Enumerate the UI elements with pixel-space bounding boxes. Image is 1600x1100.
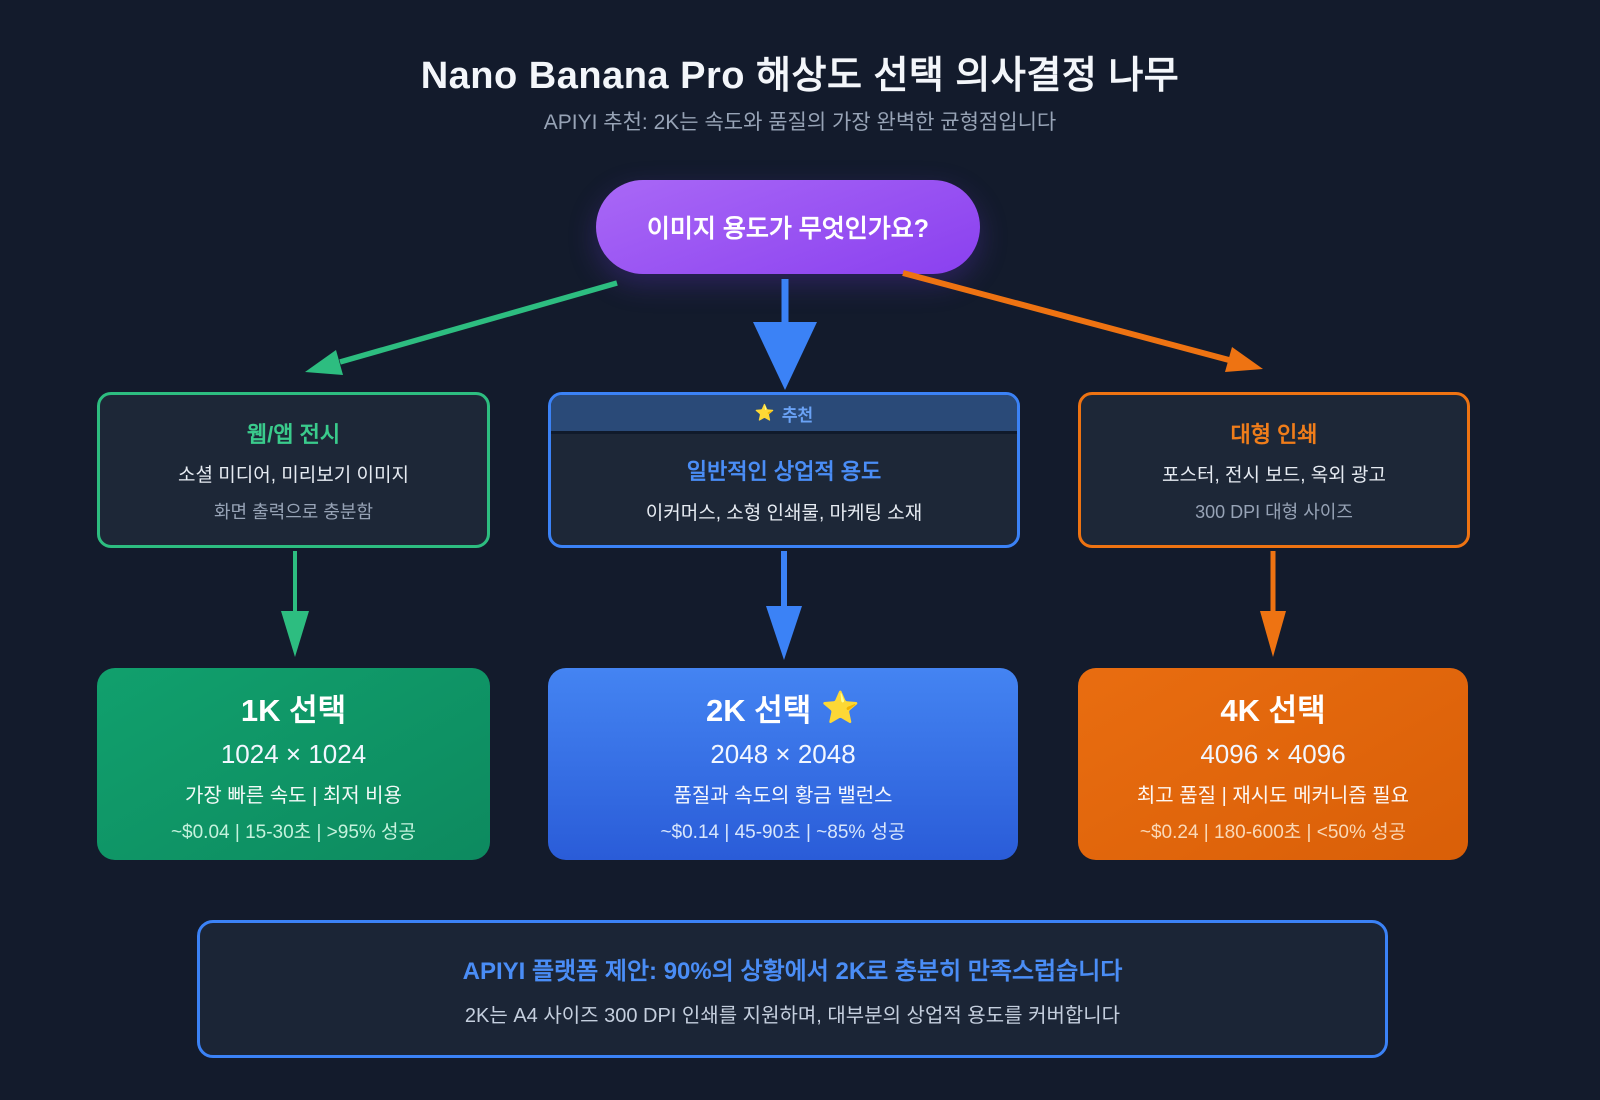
arrow-root-to-commercial — [753, 279, 817, 390]
result-1k-title-label: 1K 선택 — [240, 692, 347, 728]
branch-print-examples: 포스터, 전시 보드, 옥외 광고 — [1162, 464, 1386, 486]
result-2k-title: 2K 선택 ⭐ — [706, 685, 860, 730]
result-card-4k: 4K 선택 4096 × 4096 최고 품질 | 재시도 메커니즘 필요 ~$… — [1078, 668, 1468, 860]
result-2k-description: 품질과 속도의 황금 밸런스 — [673, 784, 893, 807]
arrow-commercial-to-2k — [766, 551, 802, 660]
result-4k-stats: ~$0.24 | 180-600초 | <50% 성공 — [1139, 821, 1407, 843]
banner-title: APIYI 플랫폼 제안: 90%의 상황에서 2K로 충분히 만족스럽습니다 — [462, 957, 1123, 985]
arrow-web-to-1k — [281, 551, 309, 657]
branch-web-examples: 소셜 미디어, 미리보기 이미지 — [178, 464, 409, 486]
root-question-label: 이미지 용도가 무엇인가요? — [646, 215, 930, 243]
branch-print-title: 대형 인쇄 — [1230, 421, 1318, 447]
page-subtitle: APIYI 추천: 2K는 속도와 품질의 가장 완벽한 균형점입니다 — [543, 111, 1057, 134]
banner-subtitle: 2K는 A4 사이즈 300 DPI 인쇄를 지원하며, 대부분의 상업적 용도… — [464, 1004, 1121, 1027]
result-2k-title-label: 2K 선택 — [706, 692, 812, 728]
result-4k-description: 최고 품질 | 재시도 메커니즘 필요 — [1136, 784, 1410, 807]
branch-commercial-body: 일반적인 상업적 용도 이커머스, 소형 인쇄물, 마케팅 소재 — [551, 434, 1017, 545]
root-question-node: 이미지 용도가 무엇인가요? — [596, 180, 980, 274]
result-1k-title: 1K 선택 — [241, 685, 346, 730]
arrow-print-to-4k — [1260, 551, 1286, 657]
branch-card-commercial: ⭐ 추천 일반적인 상업적 용도 이커머스, 소형 인쇄물, 마케팅 소재 — [548, 392, 1020, 548]
result-2k-stats: ~$0.14 | 45-90초 | ~85% 성공 — [660, 821, 906, 843]
result-1k-resolution: 1024 × 1024 — [220, 738, 367, 769]
result-1k-description: 가장 빠른 속도 | 최저 비용 — [185, 784, 402, 807]
star-icon: ⭐ — [821, 689, 860, 725]
star-icon: ⭐ — [754, 405, 775, 422]
branch-web-title: 웹/앱 전시 — [246, 421, 341, 447]
result-card-2k: 2K 선택 ⭐ 2048 × 2048 품질과 속도의 황금 밸런스 ~$0.1… — [548, 668, 1018, 860]
page-title: Nano Banana Pro 해상도 선택 의사결정 나무 — [420, 55, 1180, 97]
result-4k-title-label: 4K 선택 — [1220, 692, 1326, 728]
arrow-root-to-print — [902, 270, 1263, 372]
result-card-1k: 1K 선택 1024 × 1024 가장 빠른 속도 | 최저 비용 ~$0.0… — [97, 668, 490, 860]
result-4k-resolution: 4096 × 4096 — [1200, 738, 1346, 769]
branch-commercial-examples: 이커머스, 소형 인쇄물, 마케팅 소재 — [645, 503, 923, 524]
branch-web-note: 화면 출력으로 충분함 — [213, 501, 374, 522]
branch-card-large-print: 대형 인쇄 포스터, 전시 보드, 옥외 광고 300 DPI 대형 사이즈 — [1078, 392, 1470, 548]
recommended-badge: ⭐ 추천 — [551, 395, 1017, 434]
result-4k-title: 4K 선택 — [1220, 685, 1325, 730]
arrow-root-to-web — [305, 280, 618, 375]
branch-card-web-app: 웹/앱 전시 소셜 미디어, 미리보기 이미지 화면 출력으로 충분함 — [97, 392, 490, 548]
branch-commercial-title: 일반적인 상업적 용도 — [686, 459, 882, 484]
result-2k-resolution: 2048 × 2048 — [710, 738, 856, 769]
recommended-badge-label: 추천 — [781, 405, 814, 425]
branch-print-note: 300 DPI 대형 사이즈 — [1195, 501, 1353, 522]
result-1k-stats: ~$0.04 | 15-30초 | >95% 성공 — [170, 821, 417, 843]
platform-suggestion-banner: APIYI 플랫폼 제안: 90%의 상황에서 2K로 충분히 만족스럽습니다 … — [197, 920, 1388, 1058]
